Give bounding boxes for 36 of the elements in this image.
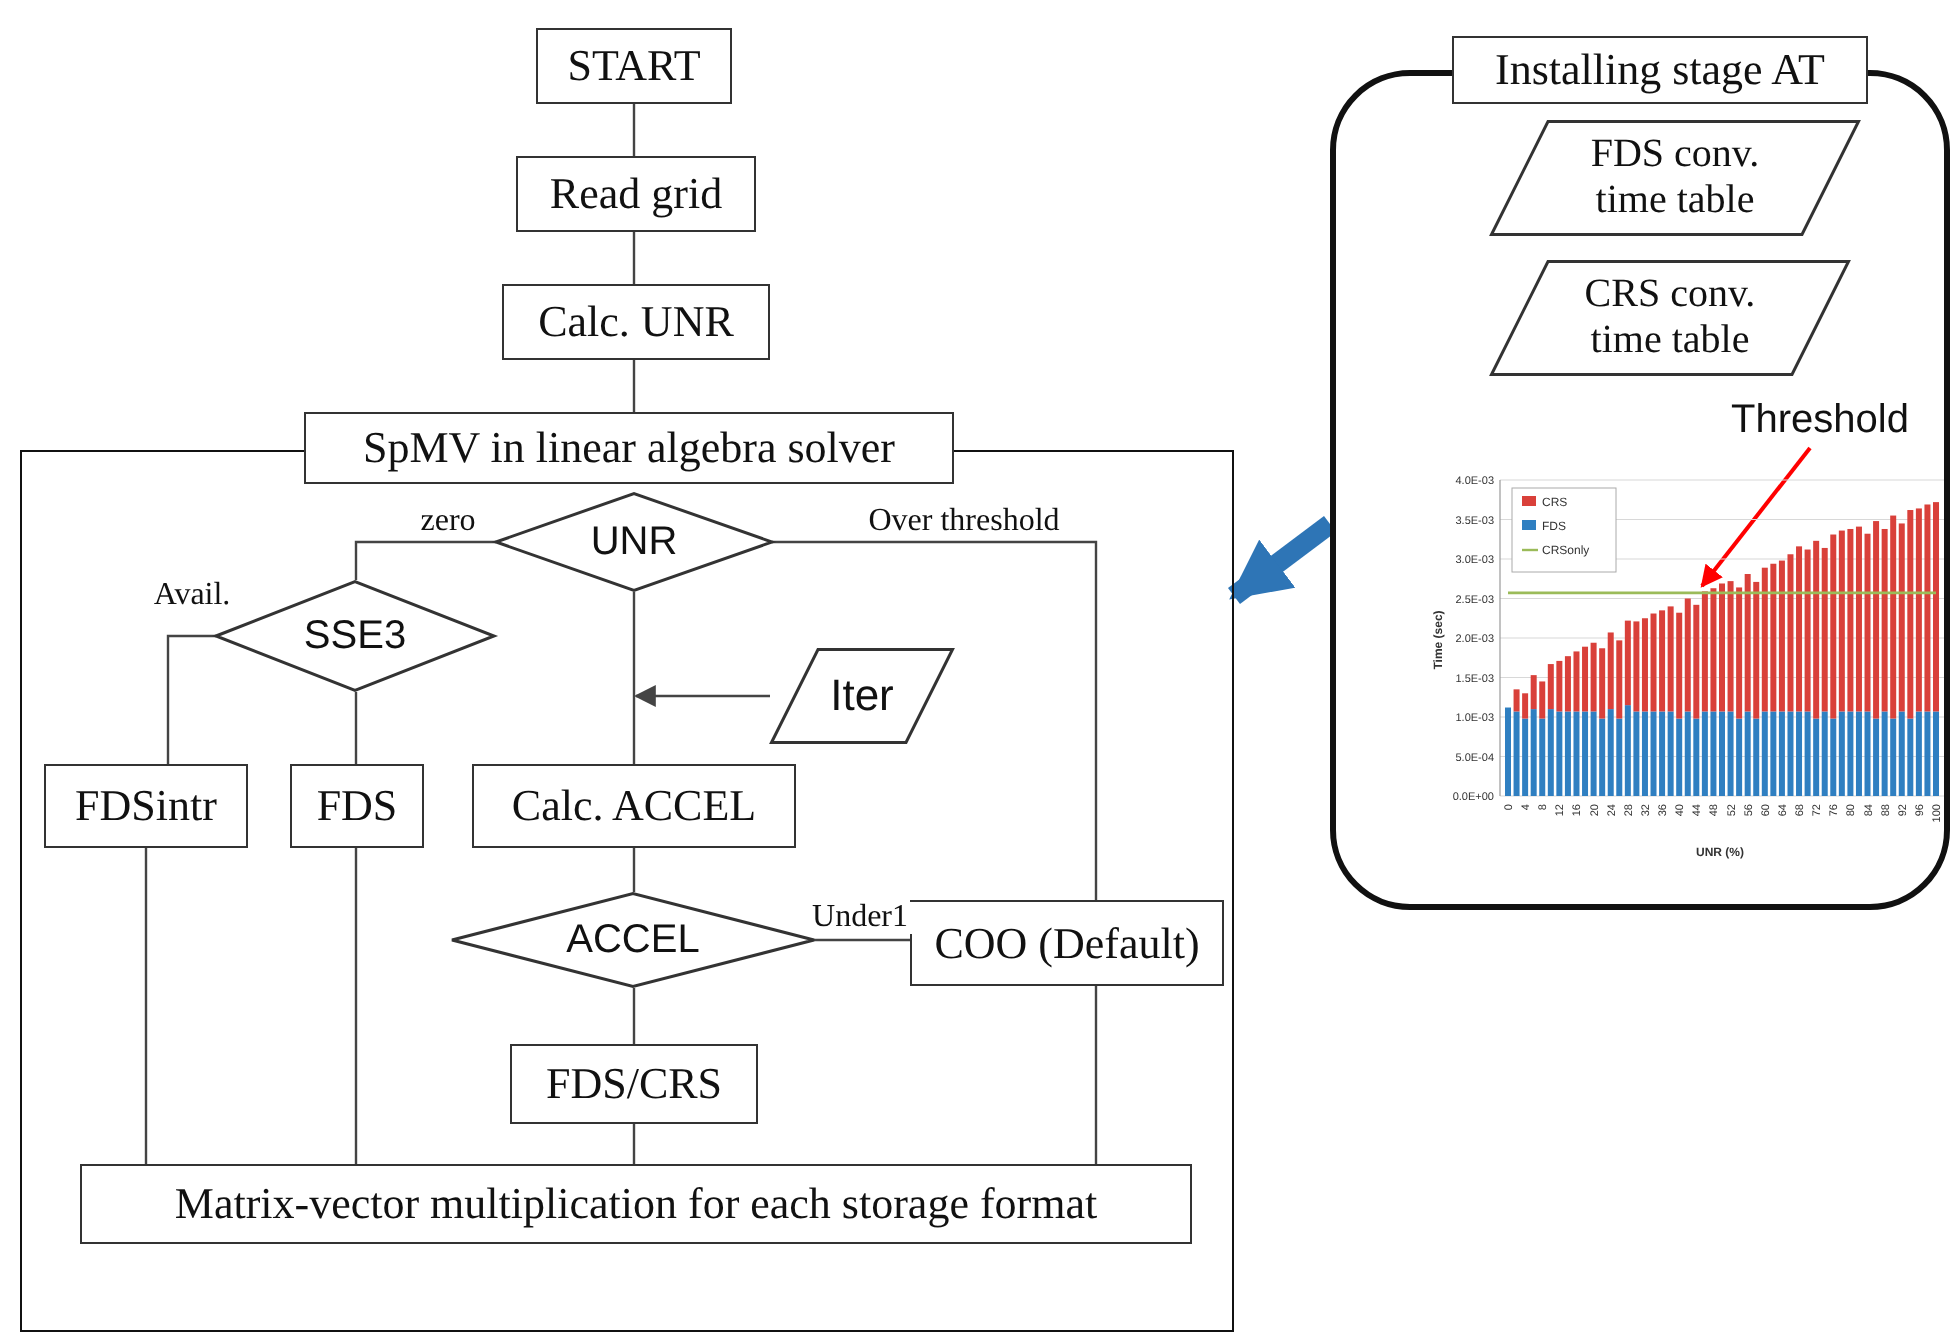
process-box: FDS/CRS — [510, 1044, 758, 1124]
connector-line — [632, 592, 636, 764]
connector-line — [814, 938, 910, 942]
connector-line — [1094, 986, 1098, 1164]
terminal-box: START — [536, 28, 732, 104]
connector-line — [632, 232, 636, 284]
connector-line — [632, 848, 636, 892]
connector-line — [632, 988, 636, 1044]
connector-line — [632, 360, 636, 412]
decision-diamond: UNR — [496, 492, 772, 592]
connector-line — [144, 848, 148, 1164]
decision-diamond: ACCEL — [452, 892, 814, 988]
connector-line — [354, 692, 358, 764]
pointer-arrow — [1700, 446, 1812, 588]
edge-label: Under1 — [808, 902, 912, 934]
process-box: FDS — [290, 764, 424, 848]
arrow — [633, 685, 770, 707]
arrow — [1228, 516, 1336, 604]
solver-heading: SpMV in linear algebra solver — [304, 412, 954, 484]
stage-heading: Installing stage AT — [1452, 36, 1868, 104]
callout-label: Threshold — [1704, 392, 1936, 448]
data-parallelogram: CRS conv. time table — [1490, 260, 1850, 376]
connector-line — [354, 540, 496, 580]
connector-line — [632, 104, 636, 156]
connector-line — [166, 634, 216, 764]
connector-line — [772, 540, 1098, 900]
data-parallelogram: FDS conv. time table — [1490, 120, 1860, 236]
connector-line — [354, 848, 358, 1164]
process-box: Matrix-vector multiplication for each storage format — [80, 1164, 1192, 1244]
process-box: FDSintr — [44, 764, 248, 848]
process-box: Calc. ACCEL — [472, 764, 796, 848]
connector-line — [632, 1124, 636, 1164]
process-box: Calc. UNR — [502, 284, 770, 360]
process-box: Read grid — [516, 156, 756, 232]
data-parallelogram: Iter — [770, 648, 954, 744]
process-box: COO (Default) — [910, 900, 1224, 986]
